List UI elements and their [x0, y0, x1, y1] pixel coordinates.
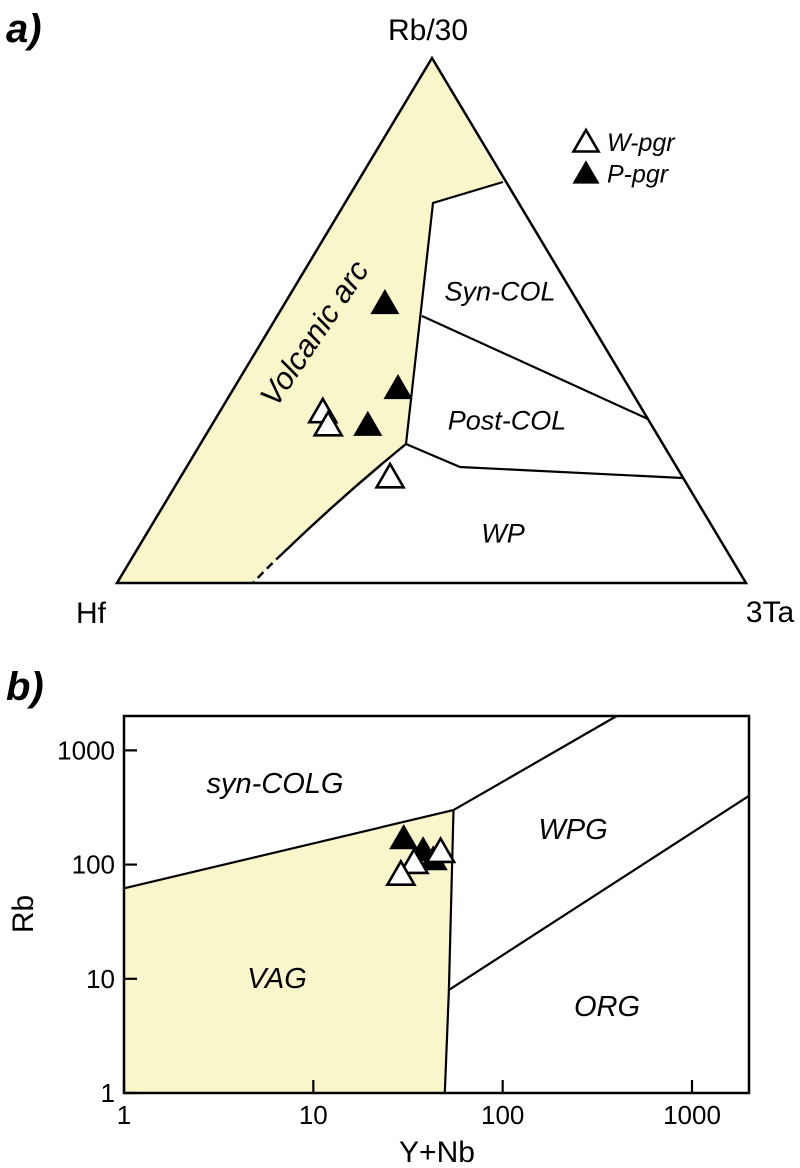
y-axis-label: Rb — [7, 895, 40, 933]
legend-item-label: W-pgr — [607, 129, 676, 157]
region-label-vag: VAG — [247, 963, 307, 995]
region-label-wp: WP — [481, 518, 525, 548]
data-point-w-pgr-open-triangle — [424, 836, 457, 864]
legend-open-triangle — [571, 127, 601, 153]
region-label-org: ORG — [574, 991, 640, 1023]
volcanic-arc-shaded-field — [117, 58, 503, 583]
y-tick-label: 1 — [101, 1078, 115, 1108]
y-tick-label: 1000 — [57, 735, 115, 765]
legend-filled-triangle — [572, 160, 600, 184]
region-label-syn-col: Syn-COL — [444, 276, 555, 306]
field-boundary-line — [114, 55, 749, 585]
data-point-p-pgr-filled-triangle — [383, 374, 413, 400]
ternary-top-vertex-label: Rb/30 — [388, 14, 468, 47]
data-point-w-pgr-open-triangle — [385, 858, 417, 887]
ternary-left-vertex-label: Hf — [76, 597, 107, 630]
region-label-wpg: WPG — [538, 814, 607, 846]
scatter-plot-area: 1 10 100 1000 1000 100 10 1 syn-COLG VAG WPG ORG — [57, 714, 751, 1130]
region-label-post-col: Post-COL — [448, 405, 567, 435]
plot-border — [122, 714, 751, 1095]
y-tick-label: 100 — [72, 850, 115, 880]
data-point-w-pgr-open-triangle — [312, 409, 344, 437]
x-tick-label: 10 — [299, 1100, 328, 1130]
field-boundary-line — [452, 715, 618, 812]
field-boundary-line — [405, 442, 684, 480]
panel-b-label: b) — [6, 665, 44, 709]
panel-b-scatter-diagram: b) 1 10 100 1000 1000 100 10 1 syn-COLG VAG WPG ORG… — [6, 665, 751, 1168]
field-boundary-line — [421, 314, 649, 421]
ternary-right-vertex-label: 3Ta — [746, 596, 795, 629]
x-axis-label: Y+Nb — [399, 1136, 475, 1168]
x-tick-label: 1 — [117, 1100, 131, 1130]
field-boundary-dashed-line — [252, 553, 283, 584]
field-boundary-line — [123, 809, 454, 890]
legend-item-label: P-pgr — [607, 161, 670, 189]
field-boundary-line — [404, 180, 504, 445]
data-point-w-pgr-open-triangle — [398, 847, 430, 875]
data-point-w-pgr-open-triangle — [374, 461, 406, 489]
panel-a-label: a) — [6, 7, 42, 51]
x-tick-label: 1000 — [663, 1100, 721, 1130]
data-point-p-pgr-filled-triangle — [353, 410, 383, 436]
field-boundary-line — [448, 794, 750, 991]
x-tick-label: 100 — [481, 1100, 524, 1130]
data-point-p-pgr-filled-triangle — [389, 824, 419, 850]
field-boundary-line — [281, 443, 407, 555]
vag-shaded-field — [124, 810, 454, 1093]
data-point-p-pgr-filled-triangle — [370, 289, 400, 315]
y-tick-label: 10 — [86, 964, 115, 994]
region-label-syn-colg: syn-COLG — [207, 768, 344, 800]
